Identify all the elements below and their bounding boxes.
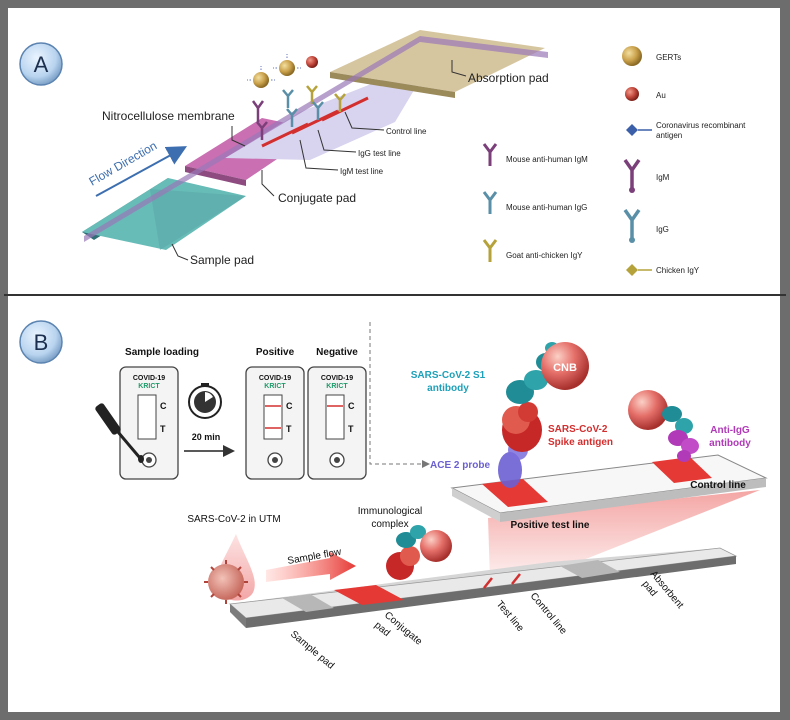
control-line-a xyxy=(321,96,369,122)
control-line-b xyxy=(511,573,521,585)
label-conjugate-pad: Conjugate pad xyxy=(278,191,356,205)
label-s1-antibody-1: SARS-CoV-2 S1 xyxy=(411,370,486,381)
panel-a-badge xyxy=(19,42,63,86)
immunological-complex xyxy=(386,525,452,580)
svg-text:KRICT: KRICT xyxy=(326,383,348,390)
gold-beads xyxy=(247,54,318,88)
svg-text:C: C xyxy=(286,401,293,411)
control-line-band xyxy=(652,457,712,483)
label-anti-igg-1: Anti-IgG xyxy=(710,425,750,436)
label-spike-2: Spike antigen xyxy=(548,437,613,448)
cassette-brand: KRICT xyxy=(138,383,160,390)
svg-text:COVID-19: COVID-19 xyxy=(321,375,353,382)
label-sars-in-utm: SARS-CoV-2 in UTM xyxy=(187,514,280,525)
legend-gerts: GERTs xyxy=(656,53,681,62)
svg-text:C: C xyxy=(348,401,355,411)
cassette-name: COVID-19 xyxy=(133,375,165,382)
antibody-legend: Mouse anti-human IgM Mouse anti-human Ig… xyxy=(482,143,588,262)
positive-test-line-band xyxy=(482,479,548,507)
mark-c: C xyxy=(160,401,167,411)
label-immunological-2: complex xyxy=(371,519,408,530)
label-immunological-1: Immunological xyxy=(358,506,422,517)
conjugate-pad-b xyxy=(334,585,404,605)
cnb-bead xyxy=(541,342,589,390)
label-absorption-pad: Absorption pad xyxy=(468,71,549,85)
lateral-flow-strip xyxy=(82,30,548,250)
label-spike-1: SARS-CoV-2 xyxy=(548,424,608,435)
ace2-connector xyxy=(369,322,430,468)
panel-a-badge-label: A xyxy=(34,52,49,77)
label-sample-pad-a: Sample pad xyxy=(190,253,254,267)
label-negative: Negative xyxy=(316,347,358,358)
mark-t: T xyxy=(160,424,166,434)
igg-icon xyxy=(623,208,641,238)
legend-igg: IgG xyxy=(656,225,669,234)
label-ace2-probe: ACE 2 probe xyxy=(430,460,490,471)
sample-flow-arrow xyxy=(266,552,356,582)
igg-antibody-icon xyxy=(482,191,498,214)
protein-complex-control xyxy=(628,390,699,462)
igy-antibody-icon xyxy=(482,239,498,262)
panel-b: B Sample loading Positive Negative COVID… xyxy=(19,320,768,672)
panel-b-badge-label: B xyxy=(34,330,49,355)
label-anti-igg-2: antibody xyxy=(709,438,751,449)
legend-goat-anti-chicken-igy: Goat anti-chicken IgY xyxy=(506,251,583,260)
flow-arrow xyxy=(95,146,188,197)
igm-antibody-icon xyxy=(482,143,498,166)
label-s1-antibody-2: antibody xyxy=(427,383,469,394)
svg-text:T: T xyxy=(348,424,354,434)
igm-icon xyxy=(623,158,641,188)
svg-text:KRICT: KRICT xyxy=(264,383,286,390)
label-igm-test-line: IgM test line xyxy=(340,167,384,176)
absorbent-pad-b xyxy=(560,560,620,578)
label-sample-loading: Sample loading xyxy=(125,347,199,358)
legend-mouse-anti-human-igm: Mouse anti-human IgM xyxy=(506,155,588,164)
gerts-bead-icon xyxy=(622,46,642,66)
svg-text:COVID-19: COVID-19 xyxy=(259,375,291,382)
blue-diamond-icon xyxy=(626,124,638,136)
label-cnb: CNB xyxy=(553,362,577,374)
legend-mouse-anti-human-igg: Mouse anti-human IgG xyxy=(506,203,587,212)
legend-au: Au xyxy=(656,91,666,100)
label-control-line-a: Control line xyxy=(386,127,427,136)
cassette-positive: COVID-19 KRICT C T xyxy=(245,366,305,480)
au-bead-icon xyxy=(625,87,639,101)
svg-text:T: T xyxy=(286,424,292,434)
legend-coronavirus-antigen-2: antigen xyxy=(656,131,682,140)
legend-igm: IgM xyxy=(656,173,670,182)
legend-chicken-igy: Chicken IgY xyxy=(656,266,700,275)
test-line-b xyxy=(483,577,493,589)
strip-antibodies xyxy=(251,85,346,140)
timer-icon xyxy=(188,383,222,419)
label-igg-test-line: IgG test line xyxy=(358,149,401,158)
label-positive-test-line: Positive test line xyxy=(511,520,590,531)
cassette-negative: COVID-19 KRICT C T xyxy=(307,366,367,480)
panel-b-badge xyxy=(19,320,63,364)
virus-icon xyxy=(204,560,248,604)
label-nitrocellulose: Nitrocellulose membrane xyxy=(102,109,235,123)
cassette-sample-loading: COVID-19 KRICT C T xyxy=(119,366,179,480)
label-control-line-magnified: Control line xyxy=(690,480,746,491)
symbol-legend: GERTs Au Coronavirus recombinant antigen… xyxy=(622,46,746,276)
bottom-strip xyxy=(229,547,738,628)
olive-diamond-icon xyxy=(626,264,638,276)
dropper-icon xyxy=(95,403,144,463)
legend-coronavirus-antigen: Coronavirus recombinant xyxy=(656,121,746,130)
sample-pad-b xyxy=(282,594,334,612)
magnified-strip xyxy=(450,454,768,522)
timer-label: 20 min xyxy=(192,432,221,442)
label-positive: Positive xyxy=(256,347,295,358)
